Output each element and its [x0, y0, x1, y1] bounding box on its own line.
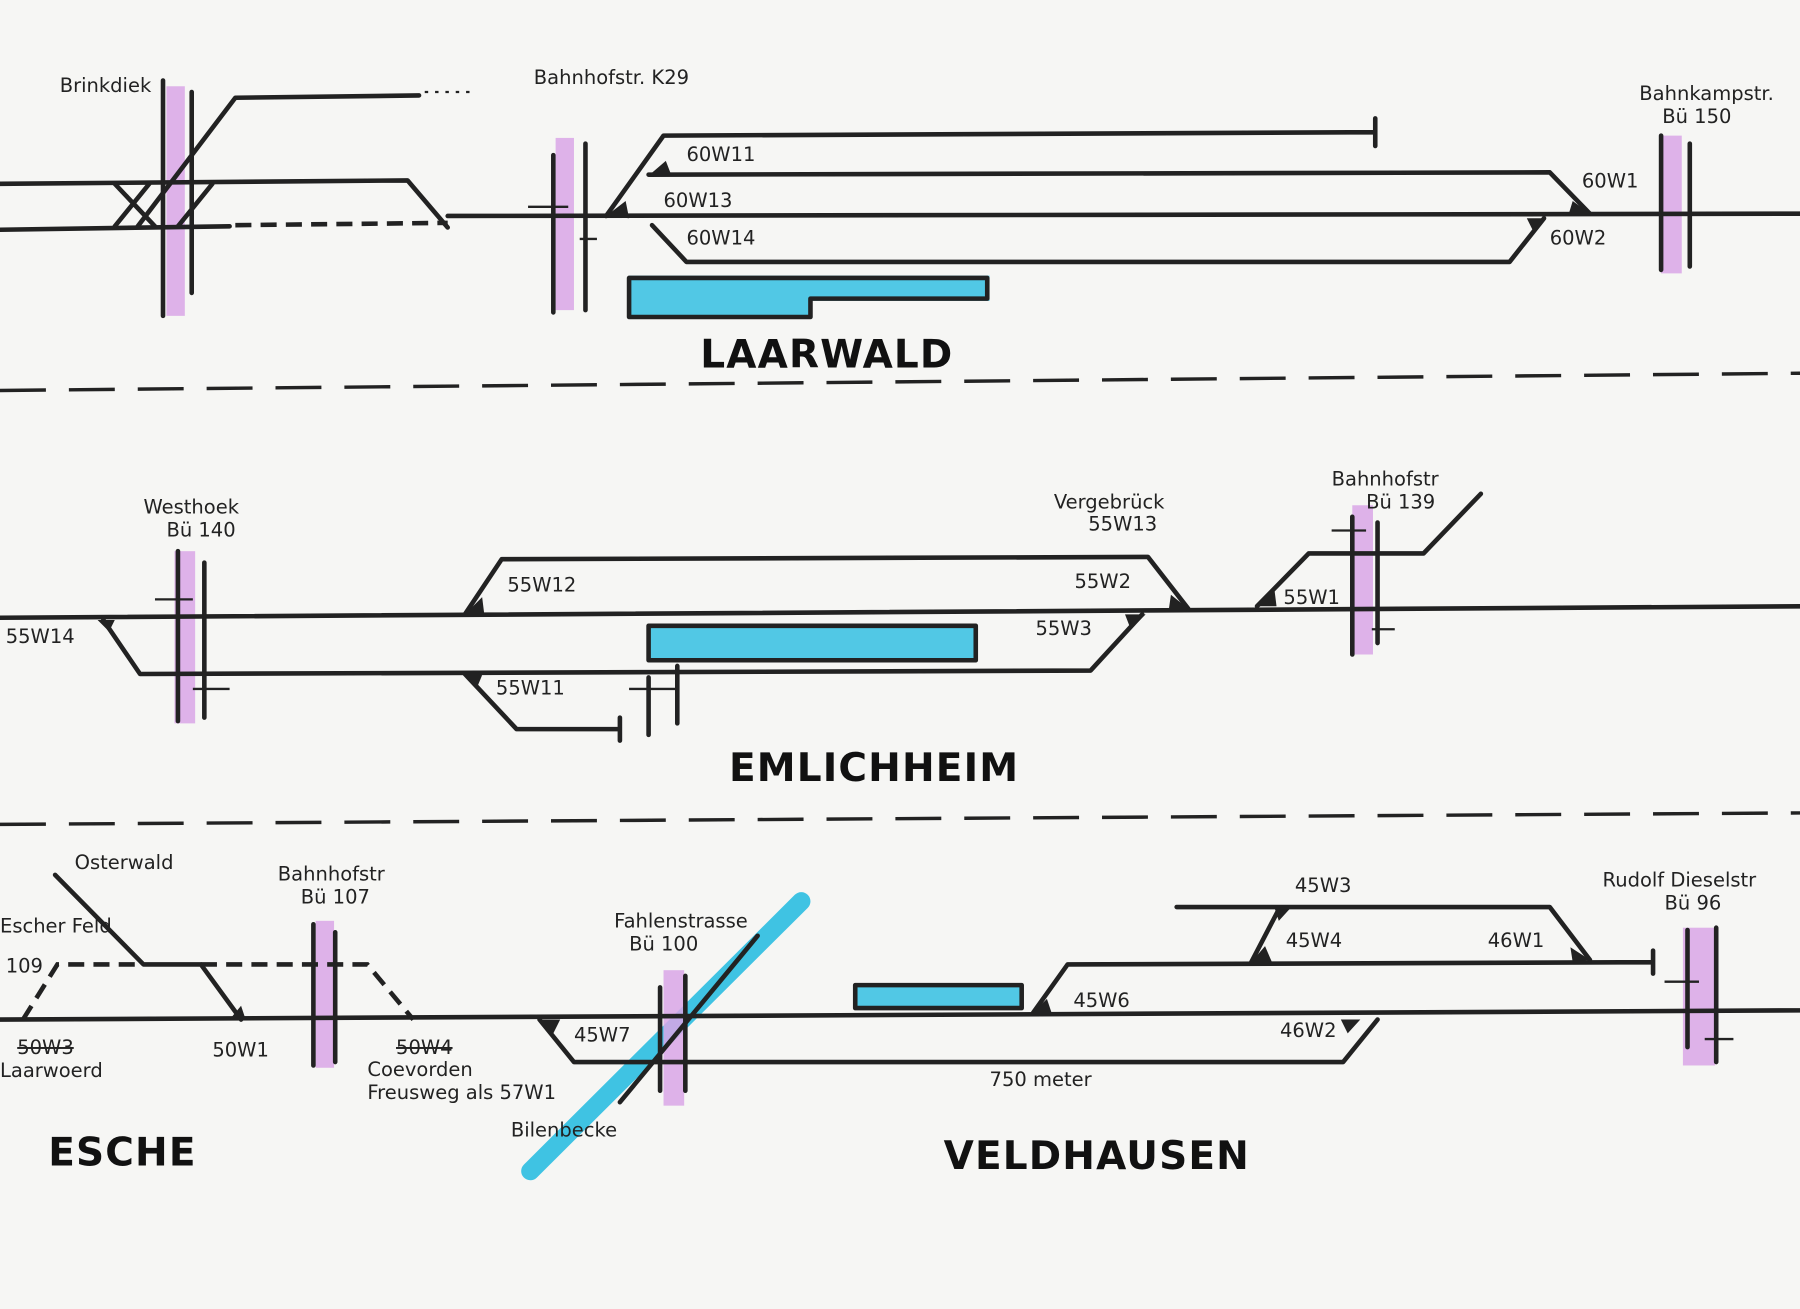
crossing-label: Bü 140 [166, 518, 235, 541]
main-track [0, 1008, 1800, 1022]
crossing-barrier [311, 921, 1719, 1094]
switch-label: 50W1 [212, 1038, 269, 1061]
track [0, 178, 451, 230]
crossing-label: Bü 150 [1662, 105, 1731, 128]
platform [629, 275, 990, 317]
junction-label: Vergebrück [1054, 491, 1165, 514]
switch-label: 55W14 [6, 625, 75, 648]
track-planned [235, 220, 448, 228]
switch-label: 55W12 [507, 573, 576, 596]
place-label: Osterwald [75, 851, 174, 874]
station-name: VELDHAUSEN [944, 1134, 1250, 1179]
station-name: EMLICHHEIM [729, 746, 1019, 791]
crossing-label: Bü 139 [1366, 491, 1435, 514]
switch-label: 45W6 [1073, 989, 1130, 1012]
platform-outline [852, 982, 1024, 1011]
signal [154, 529, 1395, 691]
switch-label: 46W2 [1280, 1019, 1337, 1042]
river-label: Bilenbecke [511, 1119, 617, 1142]
crossing-label: Bü 100 [629, 933, 698, 956]
crossing-barrier [1658, 133, 1693, 273]
switch-label: 45W4 [1286, 929, 1343, 952]
switch-label: 45W7 [574, 1023, 631, 1046]
track-branch-osterwald [52, 872, 244, 1022]
track-siding [603, 116, 1378, 219]
place-label: Freusweg als 57W1 [367, 1081, 556, 1104]
crossing-barrier [175, 514, 1380, 738]
switch-label: 60W2 [1550, 227, 1607, 250]
track-loop [649, 215, 1547, 265]
main-track [0, 603, 1800, 621]
crossing-label: Bahnhofstr [278, 863, 386, 886]
switch-label: 55W11 [496, 677, 565, 700]
crossing-barrier [551, 141, 588, 315]
track-loop [646, 170, 1593, 216]
switch-label: 60W11 [686, 143, 755, 166]
switch-label: 60W1 [1582, 169, 1639, 192]
place-label: Escher Feld [0, 914, 112, 937]
crossing-barrier [160, 78, 195, 319]
crossover [112, 181, 215, 229]
platform-outline [626, 275, 990, 320]
signal [528, 205, 597, 241]
esche-veldhausen-section: Osterwald Escher Feld 109 50W3 Laarwoerd… [0, 851, 1800, 1181]
track-loop [537, 1017, 1380, 1065]
crossing-label: Fahlenstrasse [614, 910, 748, 933]
junction-label: 55W13 [1088, 513, 1157, 536]
switch-label: 60W13 [664, 189, 733, 212]
crossing-label: Brinkdiek [60, 74, 152, 97]
crossing-label: Westhoek [143, 495, 239, 518]
track-loop [462, 554, 1191, 617]
switch-label: 55W1 [1283, 586, 1340, 609]
main-track [445, 211, 1800, 219]
crossing-label: Bahnhofstr. K29 [534, 66, 689, 89]
signal [1664, 980, 1734, 1041]
crossing-label: Bahnhofstr [1332, 468, 1440, 491]
track-siding [462, 671, 623, 743]
laarwald-section: Brinkdiek Bahnhofstr. K29 Bahnkampstr. B… [0, 66, 1800, 378]
switch-label: 60W14 [686, 227, 755, 250]
track [135, 93, 422, 229]
track-branch [1254, 491, 1484, 609]
crossing-marker [1661, 135, 1682, 274]
track-siding [1174, 904, 1593, 965]
switch-label: 46W1 [1488, 929, 1545, 952]
platform [648, 625, 976, 661]
track-loop [101, 612, 1145, 677]
platform-outline [646, 623, 979, 663]
crossing-marker [166, 86, 185, 316]
track-loop [1030, 948, 1656, 1015]
crossing-marker [315, 920, 335, 1068]
crossing-label: Rudolf Dieselstr [1603, 868, 1758, 891]
emlichheim-section: Westhoek Bü 140 Bahnhofstr Bü 139 Vergeb… [0, 468, 1800, 791]
crossing-marker [1352, 505, 1373, 655]
platform [855, 985, 1022, 1009]
switch-label: 50W4 [396, 1036, 453, 1059]
crossing-marker [555, 137, 574, 311]
road-fahlenstrasse [617, 933, 760, 1105]
length-label: 750 meter [990, 1068, 1093, 1091]
station-name: ESCHE [48, 1130, 196, 1175]
section-divider [0, 371, 1800, 393]
switch-label: 45W3 [1295, 874, 1352, 897]
place-label: Coevorden [367, 1058, 472, 1081]
crossing-label: Bü 107 [301, 886, 370, 909]
crossing-label: Bü 96 [1665, 891, 1722, 914]
switch-label: 55W3 [1035, 617, 1092, 640]
track-planned [21, 962, 416, 1022]
place-label: 109 [6, 954, 43, 977]
switch-label: 55W2 [1074, 570, 1131, 593]
crossing-label: Bahnkampstr. [1639, 82, 1774, 105]
station-name: LAARWALD [700, 333, 953, 378]
section-divider [0, 811, 1800, 827]
place-label: Laarwoerd [0, 1059, 103, 1082]
switch-label: 50W3 [17, 1036, 74, 1059]
